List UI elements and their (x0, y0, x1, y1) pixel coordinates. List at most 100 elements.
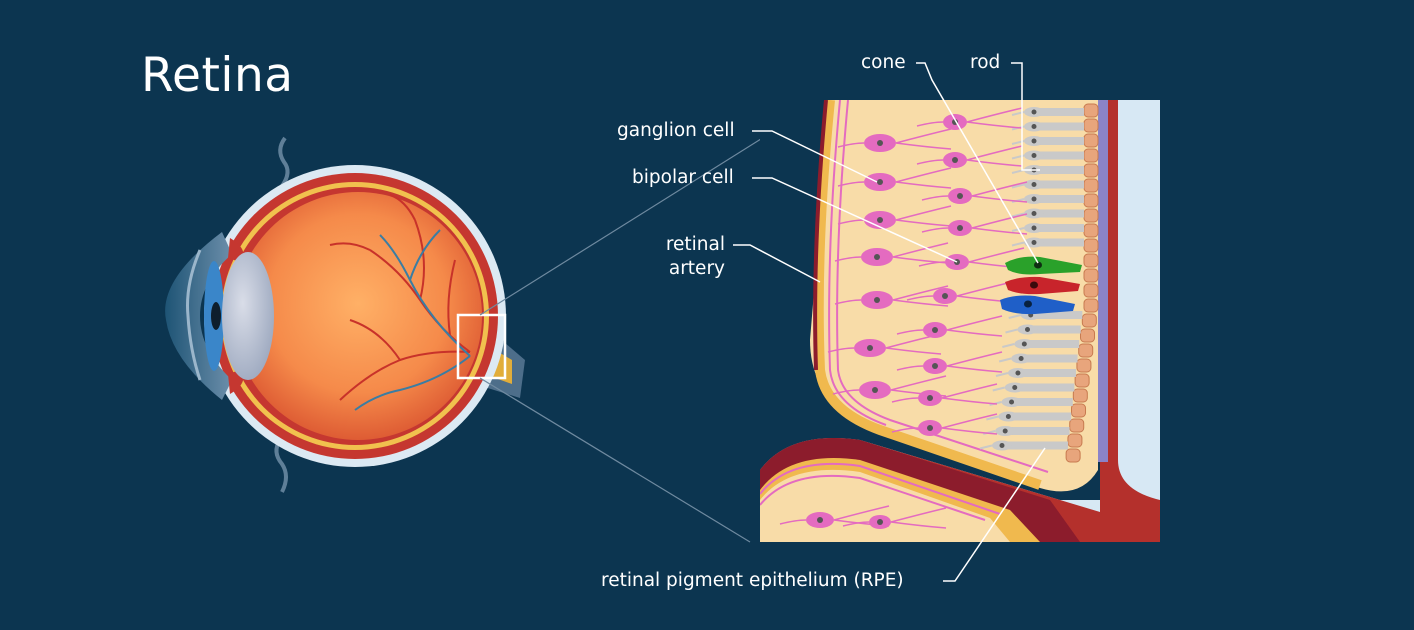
rod-axon (1011, 183, 1025, 189)
bipolar-cell (891, 383, 998, 406)
rod-cell (1017, 369, 1076, 377)
rod-nucleus (1009, 399, 1015, 405)
rod-cell (1034, 238, 1084, 247)
rod-cell (1034, 122, 1084, 131)
zoom-line-bottom (479, 377, 751, 543)
label-cone: cone (861, 52, 906, 73)
bipolar-cell (916, 107, 1023, 130)
rpe-cell (1083, 253, 1099, 268)
rpe-cell (1083, 283, 1099, 298)
bipolar-cell (896, 351, 1003, 374)
highlighted-cones (1000, 256, 1082, 315)
rpe-cell (1083, 268, 1099, 283)
rod-cell (1014, 383, 1075, 392)
ganglion-cell (837, 128, 952, 152)
leader-cone (916, 62, 1039, 264)
rod-cell (1034, 108, 1084, 116)
rod-nucleus (1031, 138, 1037, 144)
leader-ganglion (752, 130, 878, 183)
rod-cell (1034, 209, 1084, 218)
rod-axon (998, 357, 1012, 363)
rpe-cell (1076, 358, 1092, 373)
rpe-cell (1083, 193, 1099, 208)
rod-nucleus (1012, 385, 1018, 390)
rod-cell (1024, 340, 1080, 348)
cornea (165, 232, 232, 400)
rpe-cell (1083, 163, 1099, 178)
rpe-cell (1083, 298, 1099, 313)
red-cone (1005, 276, 1080, 295)
leader-bipolar (752, 177, 958, 263)
rod-axon (1008, 314, 1021, 319)
rpe-cell (1083, 148, 1099, 163)
rpe-cell (1065, 448, 1081, 463)
ganglion-cell (837, 167, 952, 191)
rod-nucleus (1031, 109, 1037, 115)
rpe-cell (1067, 433, 1083, 448)
rod-nucleus (1031, 240, 1037, 245)
leader-artery (733, 244, 821, 283)
rod-nucleus (1031, 225, 1037, 231)
retina-layers-panel (760, 100, 1160, 542)
rod-nucleus (1021, 341, 1027, 347)
rod-nucleus (1018, 356, 1024, 361)
label-bipolar-cell: bipolar cell (632, 167, 734, 188)
leader-lines (733, 62, 1046, 582)
leader-rod (1011, 62, 1040, 171)
rod-nucleus (1005, 414, 1011, 419)
rod-axon (995, 372, 1009, 377)
rpe-cell (1081, 313, 1097, 328)
rod-cell (1034, 151, 1084, 160)
rod-axon (979, 444, 993, 450)
rod-nucleus (999, 443, 1005, 448)
label-retinal-artery-line1: retinal (665, 234, 725, 255)
rod-axon (986, 415, 999, 421)
rod-nucleus (1031, 124, 1037, 129)
label-rpe: retinal pigment epithelium (RPE) (601, 570, 904, 591)
rod-cell (1034, 137, 1084, 145)
rod-cell (1030, 311, 1083, 319)
rpe-cell (1072, 388, 1088, 403)
label-retinal-artery-line2: artery (668, 258, 725, 279)
bipolar-cell (921, 181, 1028, 204)
rod-axon (992, 386, 1005, 392)
rpe-cell (1083, 223, 1099, 238)
rod-nucleus (1031, 153, 1037, 158)
bipolar-cell (916, 145, 1023, 168)
rpe-cell (1083, 238, 1099, 253)
photoreceptors (979, 107, 1084, 451)
label-retinal-artery: retinal artery (650, 233, 725, 281)
rod-cell (1021, 354, 1078, 363)
rod-axon (1002, 343, 1015, 348)
rod-nucleus (1031, 182, 1037, 187)
rod-cell (1027, 325, 1081, 334)
rpe-cell (1080, 328, 1096, 343)
rod-cell (1011, 398, 1073, 406)
rod-cell (1001, 441, 1068, 450)
leader-rpe (943, 447, 1046, 582)
rpe-cell (1083, 118, 1099, 133)
ganglion-cell (827, 333, 942, 357)
bipolar-cell (891, 413, 998, 436)
rpe-cell (1074, 373, 1090, 388)
ganglion-cell (834, 242, 949, 266)
eye-muscle-bottom (274, 438, 288, 493)
ganglion-cell (834, 285, 949, 309)
rpe-cell (1078, 343, 1094, 358)
rod-cell (1034, 180, 1084, 189)
rod-cell (1034, 166, 1084, 174)
zoom-box (456, 313, 507, 380)
rod-nucleus (1025, 327, 1031, 332)
label-ganglion-cell: ganglion cell (617, 120, 735, 141)
rod-cell (1034, 195, 1084, 203)
ganglion-cell (779, 505, 890, 528)
vitreous-body (234, 192, 482, 440)
ganglion-cell (832, 375, 947, 399)
rod-cell (1008, 412, 1072, 421)
green-cone (1005, 256, 1082, 275)
rpe-cell (1071, 403, 1087, 418)
rod-nucleus (1015, 370, 1021, 376)
ganglion-cell (837, 205, 952, 229)
